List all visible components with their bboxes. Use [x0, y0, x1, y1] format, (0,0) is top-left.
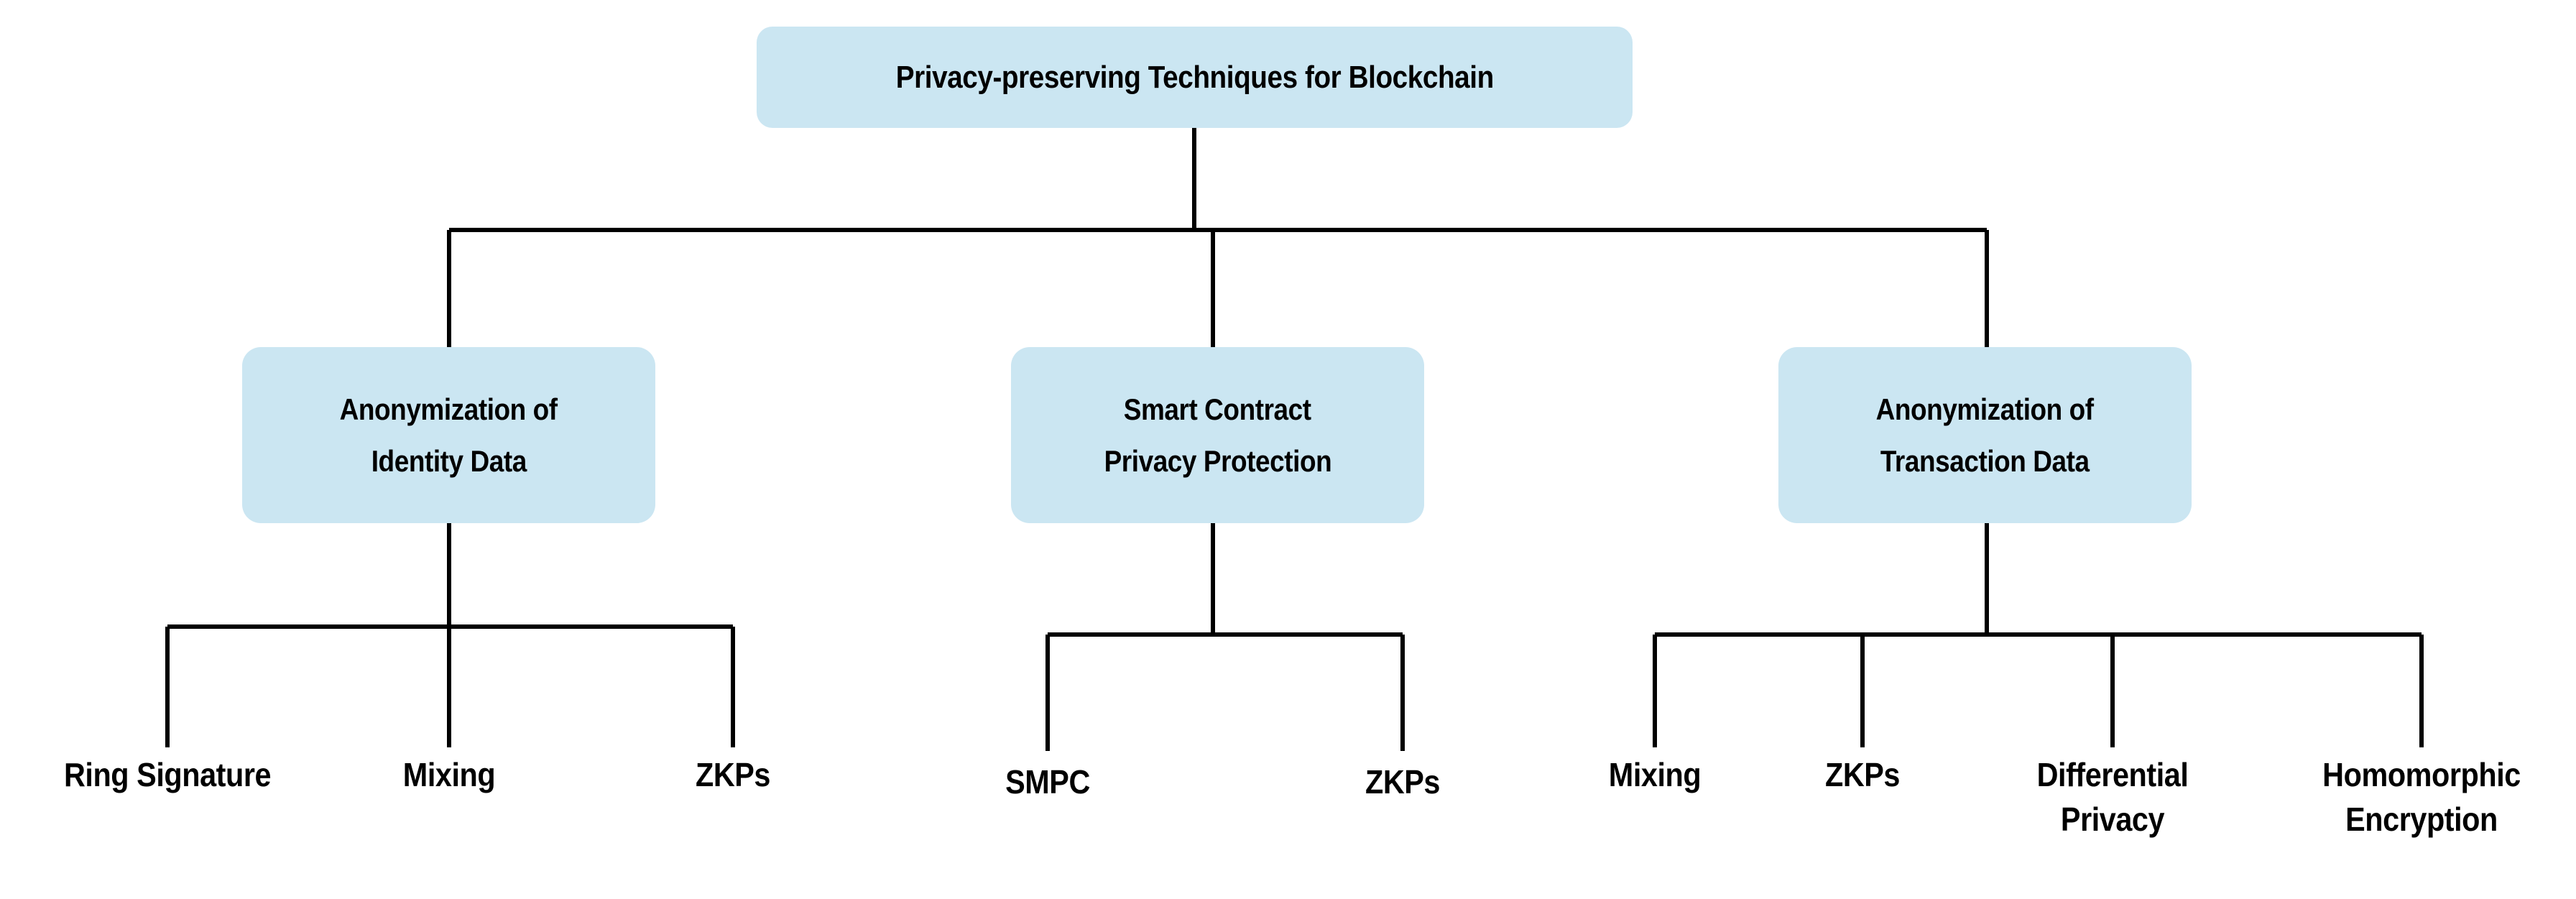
- leaf-transaction-zkps-line1: ZKPs: [1824, 756, 1901, 793]
- leaf-smartcontract-zkps[interactable]: ZKPs: [1259, 760, 1546, 804]
- leaf-ring-signature[interactable]: Ring Signature: [24, 752, 311, 797]
- leaf-transaction-mixing[interactable]: Mixing: [1511, 752, 1799, 797]
- leaf-identity-mixing-line1: Mixing: [402, 756, 496, 793]
- leaf-differential-privacy-line2: Privacy: [2060, 801, 2165, 838]
- leaf-smartcontract-zkps-line1: ZKPs: [1365, 763, 1441, 801]
- leaf-differential-privacy[interactable]: Differential Privacy: [1969, 752, 2256, 842]
- leaf-smpc-line1: SMPC: [1005, 763, 1090, 801]
- node-smartcontract-label-line1: Smart Contract: [1124, 392, 1311, 426]
- node-transaction-label-line1: Anonymization of: [1876, 392, 2094, 426]
- leaf-transaction-mixing-line1: Mixing: [1608, 756, 1702, 793]
- leaf-differential-privacy-line1: Differential: [2036, 756, 2189, 793]
- node-smart-contract-privacy-protection[interactable]: Smart Contract Privacy Protection: [1011, 347, 1424, 523]
- node-transaction-label-line2: Transaction Data: [1880, 443, 2090, 478]
- leaf-transaction-zkps[interactable]: ZKPs: [1719, 752, 2006, 797]
- leaf-ring-signature-line1: Ring Signature: [63, 756, 272, 793]
- leaf-homomorphic-encryption-line1: Homomorphic: [2322, 756, 2521, 793]
- leaf-identity-zkps-line1: ZKPs: [695, 756, 771, 793]
- leaf-smpc[interactable]: SMPC: [904, 760, 1191, 804]
- leaf-homomorphic-encryption[interactable]: Homomorphic Encryption: [2278, 752, 2565, 842]
- leaf-identity-zkps[interactable]: ZKPs: [589, 752, 877, 797]
- node-identity-label-line1: Anonymization of: [340, 392, 558, 426]
- node-identity-label-line2: Identity Data: [371, 443, 527, 478]
- node-anonymization-transaction-data[interactable]: Anonymization of Transaction Data: [1778, 347, 2192, 523]
- leaf-homomorphic-encryption-line2: Encryption: [2345, 801, 2498, 838]
- node-root-label: Privacy-preserving Techniques for Blockc…: [895, 59, 1494, 95]
- node-smartcontract-label-line2: Privacy Protection: [1104, 443, 1331, 478]
- node-anonymization-identity-data[interactable]: Anonymization of Identity Data: [242, 347, 655, 523]
- node-root[interactable]: Privacy-preserving Techniques for Blockc…: [757, 27, 1633, 128]
- leaf-identity-mixing[interactable]: Mixing: [305, 752, 593, 797]
